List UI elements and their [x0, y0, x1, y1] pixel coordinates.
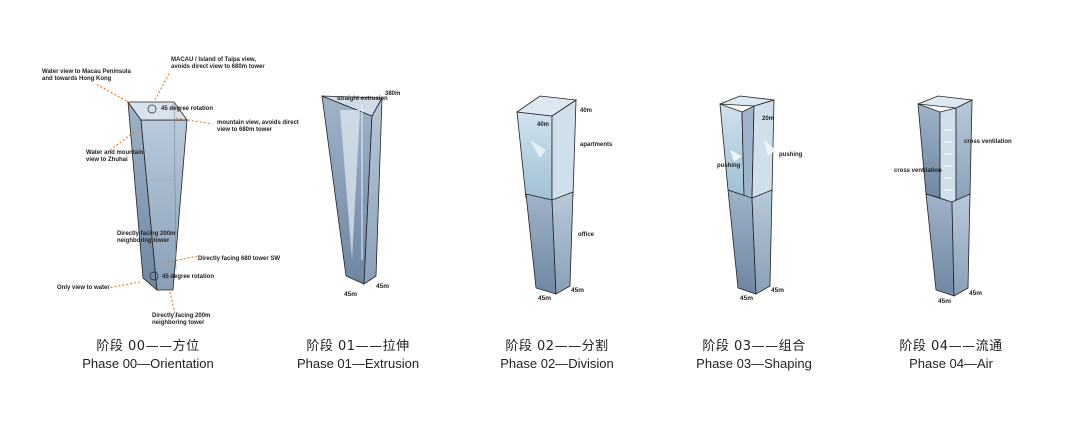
phase-01-tower: straight extrusion 380m 45m 45m — [321, 91, 400, 298]
tower-02-upper-right — [551, 99, 577, 205]
annotation-office: office — [578, 232, 595, 238]
svg-text:view to Zhuhai: view to Zhuhai — [86, 157, 128, 163]
annotation-facing-680: Directly facing 680 tower SW — [198, 256, 280, 262]
phase-00-tower — [127, 100, 188, 291]
phase-02-tower: 40m 40m apartments office 45m 45m — [515, 95, 613, 302]
svg-text:MACAU / Island of Taipa view,: MACAU / Island of Taipa view, — [171, 57, 256, 63]
svg-text:Water and mountain: Water and mountain — [86, 150, 144, 156]
phase-01-title-en: Phase 01—Extrusion — [296, 356, 420, 371]
tower-00-top-face — [127, 101, 188, 121]
phase-01-caption: 阶段 01——拉伸 Phase 01—Extrusion — [258, 339, 458, 373]
phase-04-title-en: Phase 04—Air — [909, 356, 993, 371]
annotation-inner-40m: 40m — [537, 122, 549, 128]
tower-03-lower-right — [751, 189, 773, 295]
tower-04-lower-left — [925, 193, 955, 297]
phase-02-title-cn: 阶段 02——分割 — [505, 339, 609, 354]
annotation-top-40m: 40m — [580, 108, 592, 114]
rotation-top-icon — [147, 104, 157, 114]
annotation-straight-extrusion: straight extrusion — [337, 96, 388, 102]
phase-03-title-cn: 阶段 03——组合 — [702, 339, 806, 354]
annotation-water-macau: Water view to Macau Peninsula — [42, 69, 131, 75]
annotation-height: 380m — [385, 91, 400, 97]
svg-text:avoids direct view to 680m tow: avoids direct view to 680m tower — [171, 64, 265, 70]
annotation-rotation-bottom: 45 degree rotation — [162, 274, 214, 280]
svg-text:Water view to Macau Peninsula: Water view to Macau Peninsula — [42, 69, 131, 75]
phase-04-caption: 阶段 04——流通 Phase 04—Air — [851, 339, 1051, 373]
annotation-cross-ventilation-left: cross ventilation — [894, 168, 942, 174]
annotation-macau: MACAU / Island of Taipa view, — [171, 57, 256, 63]
dim-01-b: 45m — [376, 283, 389, 290]
tower-03-top-face — [719, 95, 775, 107]
phase-00-annotations: MACAU / Island of Taipa view, avoids dir… — [42, 57, 299, 326]
phase-03-tower: 20m pushing pushing 45m 45m — [717, 95, 803, 302]
annotation-facing-200-top: Directly facing 200m — [117, 231, 175, 237]
annotation-cross-ventilation-right: cross ventilation — [964, 139, 1012, 145]
annotation-mountain: mountain view, avoids direct — [217, 120, 299, 126]
dim-04-b: 45m — [969, 290, 982, 297]
annotation-20m: 20m — [762, 116, 774, 122]
dim-02-b: 45m — [571, 287, 584, 294]
phase-01-title-cn: 阶段 01——拉伸 — [306, 339, 410, 354]
annotation-water-zhuhai: Water and mountain — [86, 150, 144, 156]
phase-04-title-cn: 阶段 04——流通 — [899, 339, 1003, 354]
dim-01-a: 45m — [344, 291, 357, 298]
annotation-pushing-right: pushing — [779, 152, 803, 158]
tower-04-lower-right — [951, 193, 971, 297]
phase-00-title-en: Phase 00—Orientation — [82, 356, 214, 371]
phase-00-title-cn: 阶段 00——方位 — [96, 339, 200, 354]
phase-04-tower: cross ventilation cross ventilation 45m … — [894, 95, 1012, 305]
annotation-only-water: Only view to water — [57, 285, 110, 291]
tower-03-lower-left — [727, 189, 757, 295]
tower-02-lower-right — [551, 191, 574, 295]
svg-text:Directly facing 200m: Directly facing 200m — [152, 313, 210, 319]
annotation-rotation-top: 45 degree rotation — [161, 106, 213, 112]
tower-02-top-face — [515, 95, 578, 117]
tower-04-top-face — [917, 95, 974, 109]
tower-04-upper-right — [955, 99, 973, 205]
svg-text:view to 680m tower: view to 680m tower — [217, 127, 273, 133]
dim-03-b: 45m — [771, 287, 784, 294]
dim-03-a: 45m — [740, 295, 753, 302]
phase-03-caption: 阶段 03——组合 Phase 03—Shaping — [654, 339, 854, 373]
svg-text:mountain view, avoids direct: mountain view, avoids direct — [217, 120, 299, 126]
dim-04-a: 45m — [938, 298, 951, 305]
tower-01-top-face — [321, 95, 383, 117]
svg-text:neighboring tower: neighboring tower — [117, 238, 170, 244]
tower-04-upper-left — [917, 103, 941, 199]
annotation-apartments: apartments — [580, 142, 613, 148]
orientation-arrows — [95, 71, 213, 319]
tower-02-lower-left — [525, 193, 557, 295]
tower-03-upper-left — [719, 103, 745, 197]
annotation-facing-200-bottom: Directly facing 200m — [152, 313, 210, 319]
phase-03-title-en: Phase 03—Shaping — [696, 356, 812, 371]
dim-02-a: 45m — [538, 295, 551, 302]
svg-text:Directly facing 200m: Directly facing 200m — [117, 231, 175, 237]
phase-00-caption: 阶段 00——方位 Phase 00—Orientation — [48, 339, 248, 373]
svg-text:neighboring tower: neighboring tower — [152, 320, 205, 326]
svg-text:and towards Hong Kong: and towards Hong Kong — [42, 76, 112, 82]
phase-02-caption: 阶段 02——分割 Phase 02—Division — [457, 339, 657, 373]
phase-02-title-en: Phase 02—Division — [500, 356, 614, 371]
annotation-pushing-left: pushing — [717, 163, 741, 169]
rotation-bottom-icon — [149, 271, 159, 281]
